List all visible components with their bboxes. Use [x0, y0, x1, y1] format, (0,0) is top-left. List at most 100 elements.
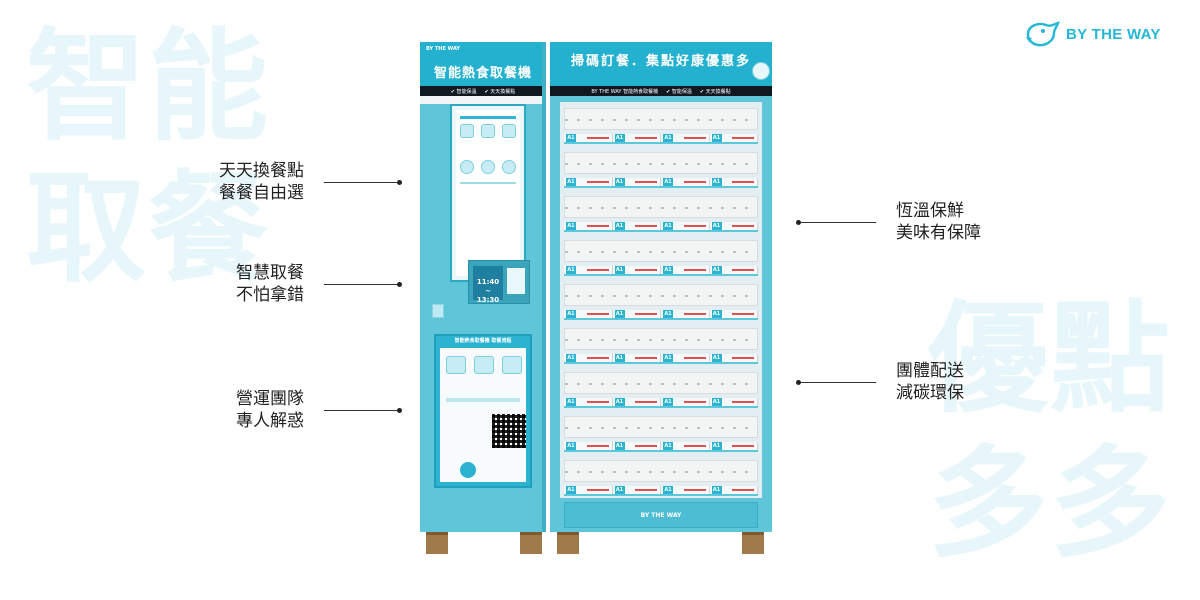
feature-line: 恆溫保鮮	[896, 201, 964, 221]
shelf-panel	[564, 372, 758, 394]
locker-cell[interactable]: A1	[661, 442, 710, 450]
poster-title: 智能熱食取餐機 取餐流程	[454, 338, 512, 344]
locker-cell[interactable]: A1	[710, 442, 758, 450]
feature-line: 不怕拿錯	[236, 285, 304, 305]
left-cabinet-title: 智能熱食取餐機	[433, 66, 532, 81]
shelf-vents	[565, 207, 757, 209]
shelf-panel	[564, 460, 758, 482]
locker-cell[interactable]: A1	[613, 266, 661, 274]
locker-cell[interactable]: A1	[613, 178, 661, 186]
locker-cell[interactable]: A1	[710, 398, 758, 406]
cell-tag: A1	[566, 178, 576, 186]
mascot-icon	[752, 62, 770, 80]
cell-tag: A1	[566, 310, 576, 318]
locker-cell[interactable]: A1	[564, 486, 613, 494]
cell-tag: A1	[711, 178, 722, 186]
cabinet-foot	[520, 532, 542, 554]
locker-cell[interactable]: A1	[613, 486, 661, 494]
locker-cell[interactable]: A1	[564, 178, 613, 186]
cell-tag: A1	[711, 222, 722, 230]
locker-cell[interactable]: A1	[564, 442, 613, 450]
locker-cell[interactable]: A1	[613, 442, 661, 450]
cell-tag: A1	[711, 310, 722, 318]
shelf-panel	[564, 240, 758, 262]
shelf-vents	[565, 163, 757, 165]
qr-scanner[interactable]: 11:40 ~ 13:30	[468, 260, 530, 304]
shelf-vents	[565, 251, 757, 253]
cell-indicator	[732, 225, 754, 227]
cell-tag: A1	[711, 266, 722, 274]
locker-cell[interactable]: A1	[710, 354, 758, 362]
locker-cell[interactable]: A1	[661, 134, 710, 142]
locker-cell[interactable]: A1	[661, 398, 710, 406]
locker-cell[interactable]: A1	[710, 310, 758, 318]
locker-cell[interactable]: A1	[613, 398, 661, 406]
meal-icon	[460, 160, 474, 174]
locker-cell[interactable]: A1	[564, 134, 613, 142]
locker-cell[interactable]: A1	[710, 222, 758, 230]
locker-cell[interactable]: A1	[564, 398, 613, 406]
step-icon	[474, 356, 494, 374]
locker-cell[interactable]: A1	[613, 134, 661, 142]
cell-indicator	[635, 313, 657, 315]
cell-tag: A1	[663, 178, 673, 186]
locker-cell[interactable]: A1	[710, 134, 758, 142]
cell-indicator	[586, 489, 609, 491]
cell-tag: A1	[663, 354, 673, 362]
screen-divider	[460, 182, 516, 184]
locker-cell[interactable]: A1	[661, 178, 710, 186]
connector-line	[800, 222, 876, 223]
screen-content	[456, 110, 520, 276]
door-handle[interactable]	[432, 304, 444, 318]
locker-cell[interactable]: A1	[710, 266, 758, 274]
connector-line	[324, 182, 398, 183]
feature-group-delivery: 團體配送 減碳環保	[896, 360, 964, 404]
locker-cell[interactable]: A1	[564, 310, 613, 318]
bird-icon	[1026, 21, 1060, 47]
locker-cell[interactable]: A1	[710, 178, 758, 186]
connector-dot	[397, 282, 402, 287]
cell-tag: A1	[566, 134, 576, 142]
cell-tag: A1	[663, 222, 673, 230]
cell-indicator	[732, 137, 754, 139]
cell-indicator	[683, 401, 706, 403]
scanner-time: 11:40 ~ 13:30	[473, 266, 503, 304]
locker-cell[interactable]: A1	[564, 222, 613, 230]
cell-indicator	[683, 313, 706, 315]
cell-indicator	[732, 313, 754, 315]
cell-tag: A1	[614, 222, 625, 230]
cabinet-foot	[742, 532, 764, 554]
locker-cell[interactable]: A1	[613, 354, 661, 362]
cell-tag: A1	[614, 266, 625, 274]
instruction-poster: 智能熱食取餐機 取餐流程	[434, 334, 532, 488]
feature-line: 智慧取餐	[236, 263, 304, 283]
locker-cell[interactable]: A1	[661, 354, 710, 362]
locker-cell[interactable]: A1	[564, 266, 613, 274]
locker-cell[interactable]: A1	[661, 486, 710, 494]
locker-cell[interactable]: A1	[613, 222, 661, 230]
meal-icon	[502, 160, 516, 174]
locker-cell[interactable]: A1	[661, 222, 710, 230]
touch-screen[interactable]	[450, 104, 526, 282]
qr-code	[492, 414, 526, 448]
step-icon	[481, 124, 495, 138]
strip-item: BY THE WAY 智能熱食取餐機	[591, 88, 659, 95]
cell-tag: A1	[711, 354, 722, 362]
shelf-vents	[565, 339, 757, 341]
connector-line	[324, 284, 398, 285]
locker-cell[interactable]: A1	[710, 486, 758, 494]
locker-cell[interactable]: A1	[613, 310, 661, 318]
locker-cell[interactable]: A1	[661, 266, 710, 274]
cell-tag: A1	[566, 486, 576, 494]
shelf-vents	[565, 427, 757, 429]
locker-cell[interactable]: A1	[661, 310, 710, 318]
shelf-panel	[564, 196, 758, 218]
locker-cell[interactable]: A1	[564, 354, 613, 362]
